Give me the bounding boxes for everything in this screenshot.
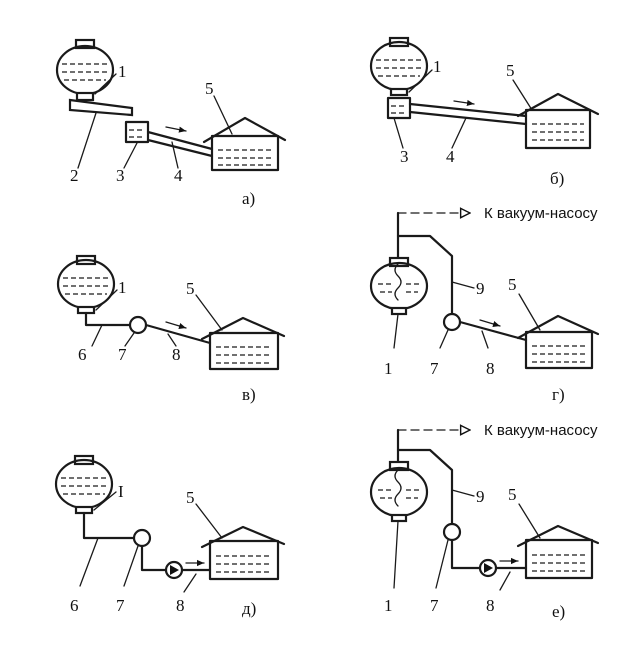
leader-lines bbox=[91, 289, 223, 347]
reservoir-5 bbox=[202, 116, 287, 172]
label-4: 4 bbox=[446, 147, 455, 166]
label-1: 1 bbox=[118, 278, 127, 297]
label-5: 5 bbox=[508, 485, 517, 504]
leader-lines bbox=[77, 73, 233, 169]
label-2: 2 bbox=[70, 166, 79, 185]
caption-a: а) bbox=[242, 189, 255, 208]
label-5: 5 bbox=[186, 279, 195, 298]
label-5: 5 bbox=[506, 61, 515, 80]
label-1: 1 bbox=[384, 359, 393, 378]
pipe-6 bbox=[82, 511, 136, 540]
caption-v: в) bbox=[242, 385, 256, 404]
valve-7 bbox=[442, 522, 462, 542]
leader-lines bbox=[393, 281, 541, 349]
pipe-8 bbox=[450, 538, 482, 570]
vacuum-label: К вакуум-насосу bbox=[484, 422, 598, 439]
reservoir-5 bbox=[200, 525, 286, 581]
vacuum-label: К вакуум-насосу bbox=[484, 205, 598, 222]
label-8: 8 bbox=[172, 345, 181, 364]
pipe-4 bbox=[408, 102, 528, 126]
label-5: 5 bbox=[205, 79, 214, 98]
label-5: 5 bbox=[508, 275, 517, 294]
label-3: 3 bbox=[400, 147, 409, 166]
pipe-4 bbox=[146, 130, 214, 158]
valve-7 bbox=[132, 528, 152, 548]
reservoir-5 bbox=[516, 92, 600, 150]
churn-1 bbox=[369, 256, 429, 316]
panel-e: К вакуум-насосу bbox=[369, 422, 600, 621]
flow-arrow bbox=[165, 126, 187, 133]
caption-e: е) bbox=[552, 602, 565, 621]
label-6: 6 bbox=[78, 345, 87, 364]
leader-lines bbox=[393, 69, 533, 149]
pipe-9 bbox=[396, 448, 454, 526]
caption-g: г) bbox=[552, 385, 565, 404]
reservoir-5 bbox=[516, 314, 600, 370]
valve-7 bbox=[442, 312, 462, 332]
churn-1 bbox=[54, 454, 114, 515]
caption-b: б) bbox=[550, 169, 564, 188]
leader-lines bbox=[79, 491, 223, 593]
pipe-9 bbox=[396, 234, 454, 316]
reservoir-5 bbox=[200, 316, 286, 371]
label-9: 9 bbox=[476, 279, 485, 298]
caption-d: д) bbox=[242, 599, 256, 618]
tank-3 bbox=[124, 120, 150, 144]
flow-arrow bbox=[165, 321, 187, 329]
churn-1 bbox=[55, 38, 115, 102]
pipe-8 bbox=[458, 320, 528, 342]
panel-g: К вакуум-насосу bbox=[369, 205, 600, 404]
label-1: 1 bbox=[433, 57, 442, 76]
pipe-6 bbox=[84, 311, 132, 327]
label-7: 7 bbox=[118, 345, 127, 364]
chute-2 bbox=[68, 98, 134, 117]
valve-7 bbox=[128, 315, 148, 335]
reservoir-5 bbox=[516, 524, 600, 580]
panel-b: 1 3 4 5 б) bbox=[369, 36, 600, 188]
label-6: 6 bbox=[70, 596, 79, 615]
pipe-8 bbox=[140, 544, 168, 572]
churn-1 bbox=[56, 254, 116, 315]
flow-arrow bbox=[453, 99, 475, 107]
label-1: I bbox=[118, 482, 124, 501]
label-7: 7 bbox=[430, 359, 439, 378]
label-7: 7 bbox=[116, 596, 125, 615]
label-1: 1 bbox=[118, 62, 127, 81]
churn-1 bbox=[369, 460, 429, 523]
churn-1 bbox=[369, 36, 429, 97]
label-4: 4 bbox=[174, 166, 183, 185]
flow-arrow bbox=[479, 319, 501, 327]
label-8: 8 bbox=[486, 359, 495, 378]
label-7: 7 bbox=[430, 596, 439, 615]
tank-3 bbox=[386, 96, 412, 120]
label-5: 5 bbox=[186, 488, 195, 507]
panel-d: I 6 7 8 5 д) bbox=[54, 454, 286, 618]
panel-v: 1 6 7 8 5 в) bbox=[56, 254, 286, 404]
label-3: 3 bbox=[116, 166, 125, 185]
label-8: 8 bbox=[176, 596, 185, 615]
label-1: 1 bbox=[384, 596, 393, 615]
pump bbox=[164, 560, 184, 580]
label-8: 8 bbox=[486, 596, 495, 615]
pipe-8 bbox=[144, 323, 212, 345]
panel-a: 1 2 3 4 5 а) bbox=[55, 38, 287, 208]
label-9: 9 bbox=[476, 487, 485, 506]
leader-lines bbox=[393, 489, 541, 591]
pump bbox=[478, 558, 498, 578]
